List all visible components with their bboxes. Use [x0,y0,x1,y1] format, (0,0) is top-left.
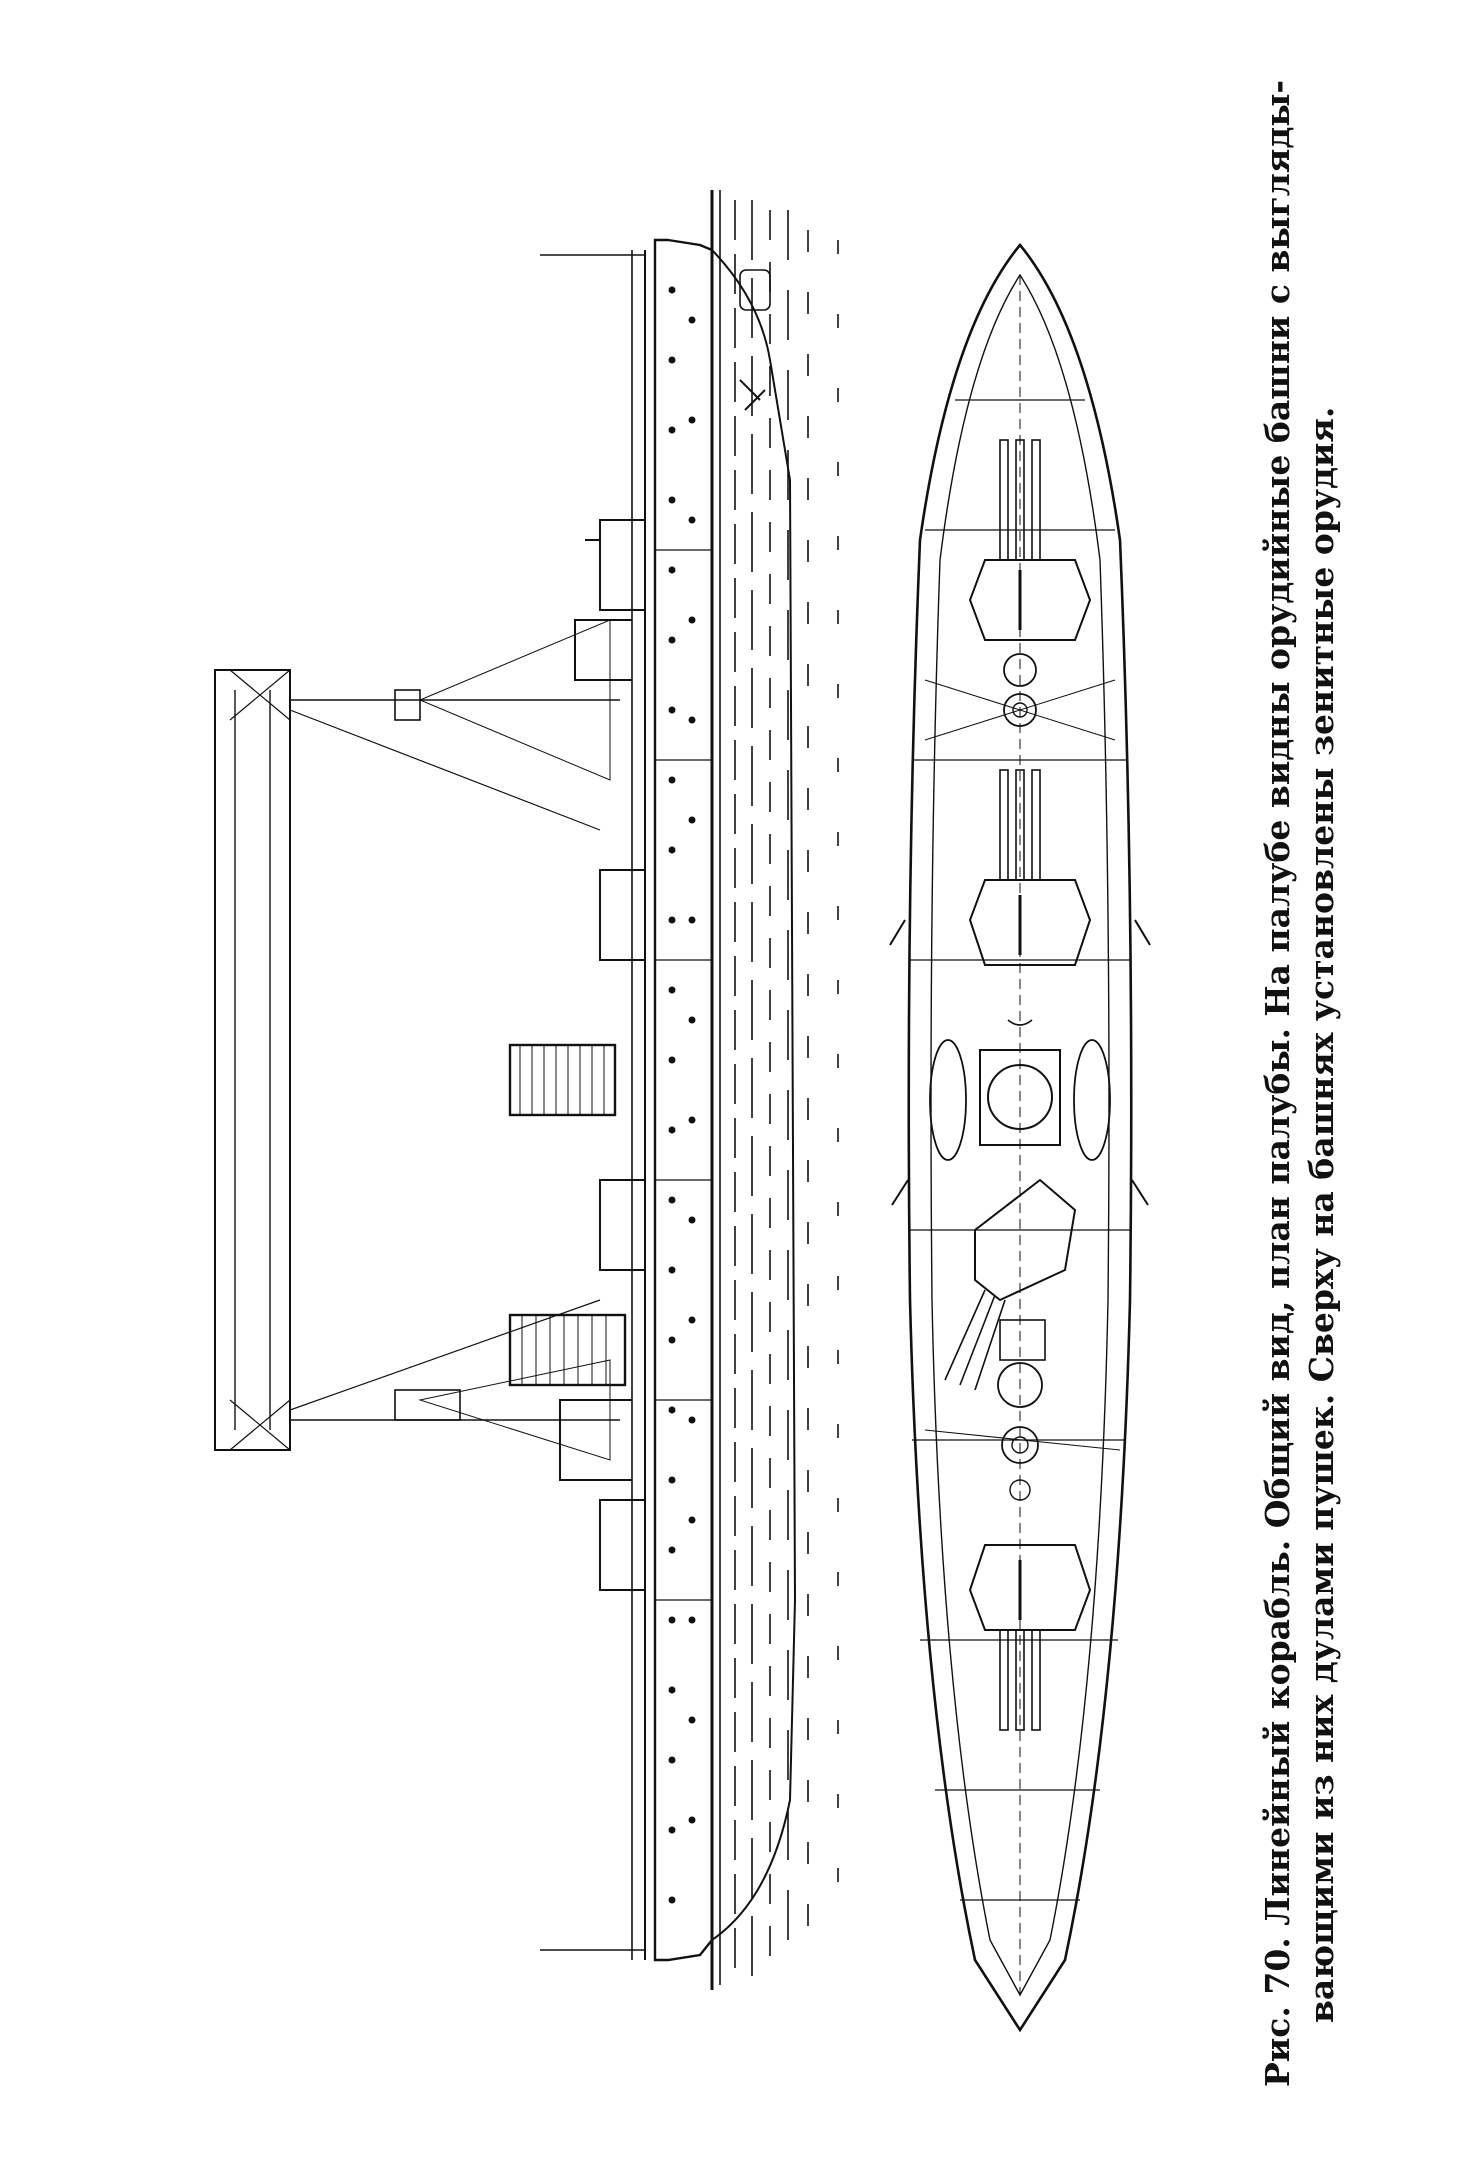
caption-line-2: вающими из них дулами пушек. Сверху на б… [1302,406,1341,2023]
caption-line-1: Рис. 70. Линейный корабль. Общий вид, пл… [1258,79,1297,2087]
deck-plan [889,242,1151,2033]
figure-caption: Рис. 70. Линейный корабль. Общий вид, пл… [1256,79,1344,2087]
portholes [668,286,696,1904]
side-view [214,190,839,1990]
water-hatching [719,190,839,1985]
